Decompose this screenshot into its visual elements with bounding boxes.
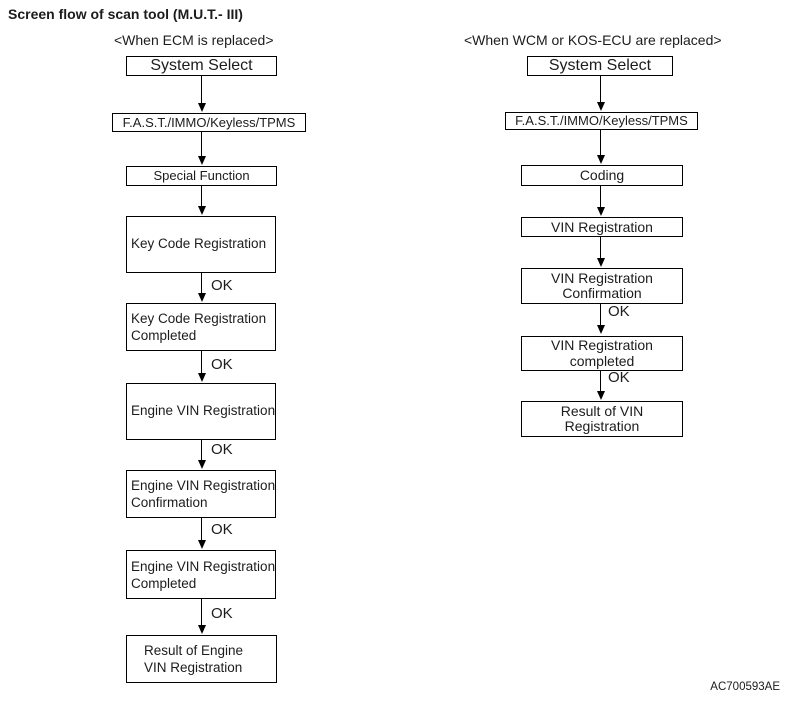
ok-label: OK	[211, 521, 233, 538]
box-text-line: Confirmation	[131, 495, 208, 510]
box-text-line: VIN Registration	[551, 269, 653, 286]
box-ecm-key-code-registration-completed: Key Code Registration Completed	[126, 303, 276, 351]
box-text-line: Registration	[564, 418, 640, 434]
ok-label: OK	[608, 303, 630, 320]
down-arrow	[197, 132, 206, 165]
down-arrow	[596, 237, 605, 267]
box-text-line: System Select	[548, 56, 652, 74]
box-wcm-coding: Coding	[521, 165, 683, 186]
box-wcm-vin-registration-completed: VIN Registration completed	[521, 336, 683, 371]
ok-label: OK	[211, 356, 233, 373]
arrowhead-icon	[197, 625, 206, 634]
box-text-line: Special Function	[153, 168, 250, 184]
box-ecm-engine-vin-registration: Engine VIN Registration	[126, 383, 276, 440]
arrowhead-icon	[197, 293, 206, 302]
down-arrow	[596, 371, 605, 400]
box-wcm-result-of-vin-registration: Result of VIN Registration	[521, 401, 683, 437]
arrowhead-icon	[596, 207, 605, 216]
box-text-line: VIN Registration	[551, 337, 653, 353]
left-column-header: <When ECM is replaced>	[114, 32, 274, 48]
right-column-header: <When WCM or KOS-ECU are replaced>	[464, 32, 722, 48]
box-wcm-vin-registration-confirmation: VIN Registration Confirmation	[521, 268, 683, 304]
down-arrow	[596, 130, 605, 164]
arrowhead-icon	[197, 156, 206, 165]
down-arrow	[596, 304, 605, 334]
box-text-line: F.A.S.T./IMMO/Keyless/TPMS	[515, 113, 688, 129]
arrowhead-icon	[596, 155, 605, 164]
box-text-line: completed	[569, 352, 635, 369]
down-arrow	[197, 273, 206, 302]
down-arrow	[197, 518, 206, 549]
ok-label: OK	[211, 605, 233, 622]
arrowhead-icon	[197, 540, 206, 549]
box-text-line: Completed	[131, 575, 197, 591]
down-arrow	[197, 76, 206, 112]
ok-label: OK	[211, 441, 233, 458]
down-arrow	[596, 76, 605, 111]
arrowhead-icon	[197, 373, 206, 382]
box-text-line: Coding	[579, 167, 625, 184]
box-wcm-fast-immo-keyless-tpms: F.A.S.T./IMMO/Keyless/TPMS	[505, 112, 698, 130]
box-text-line: Key Code Registration	[131, 236, 267, 252]
down-arrow	[197, 599, 206, 634]
box-text-line: VIN Registration	[144, 660, 243, 675]
box-ecm-fast-immo-keyless-tpms: F.A.S.T./IMMO/Keyless/TPMS	[112, 113, 306, 132]
arrowhead-icon	[197, 103, 206, 112]
down-arrow	[197, 440, 206, 469]
box-text-line: Engine VIN Registration	[131, 558, 276, 574]
box-wcm-system-select: System Select	[527, 56, 673, 76]
box-text-line: Result of Engine	[144, 643, 244, 658]
arrowhead-icon	[596, 258, 605, 267]
arrowhead-icon	[197, 206, 206, 215]
arrowhead-icon	[197, 460, 206, 469]
box-text-line: Completed	[131, 328, 197, 343]
box-ecm-result-of-engine-vin-registration: Result of Engine VIN Registration	[126, 635, 277, 683]
ok-label: OK	[608, 369, 630, 386]
box-text-line: Engine VIN Registration	[131, 478, 276, 493]
arrowhead-icon	[596, 102, 605, 111]
box-text-line: System Select	[150, 56, 253, 74]
arrowhead-icon	[596, 391, 605, 400]
box-wcm-vin-registration: VIN Registration	[521, 217, 683, 237]
page-title: Screen flow of scan tool (M.U.T.- III)	[8, 6, 243, 22]
box-ecm-special-function: Special Function	[126, 166, 277, 186]
box-ecm-key-code-registration: Key Code Registration	[126, 216, 276, 273]
box-text-line: Key Code Registration	[131, 311, 267, 326]
down-arrow	[596, 186, 605, 216]
box-text-line: Result of VIN	[560, 402, 644, 419]
down-arrow	[197, 351, 206, 382]
box-text-line: Confirmation	[562, 285, 642, 301]
box-ecm-engine-vin-registration-confirmation: Engine VIN Registration Confirmation	[126, 470, 276, 518]
box-text-line: VIN Registration	[551, 218, 653, 235]
down-arrow	[197, 186, 206, 215]
box-ecm-engine-vin-registration-completed: Engine VIN Registration Completed	[126, 550, 276, 599]
box-ecm-system-select: System Select	[126, 56, 277, 76]
box-text-line: F.A.S.T./IMMO/Keyless/TPMS	[122, 114, 296, 130]
ok-label: OK	[211, 277, 233, 294]
figure-code: AC700593AE	[710, 681, 780, 693]
box-text-line: Engine VIN Registration	[131, 403, 276, 419]
arrowhead-icon	[596, 325, 605, 334]
